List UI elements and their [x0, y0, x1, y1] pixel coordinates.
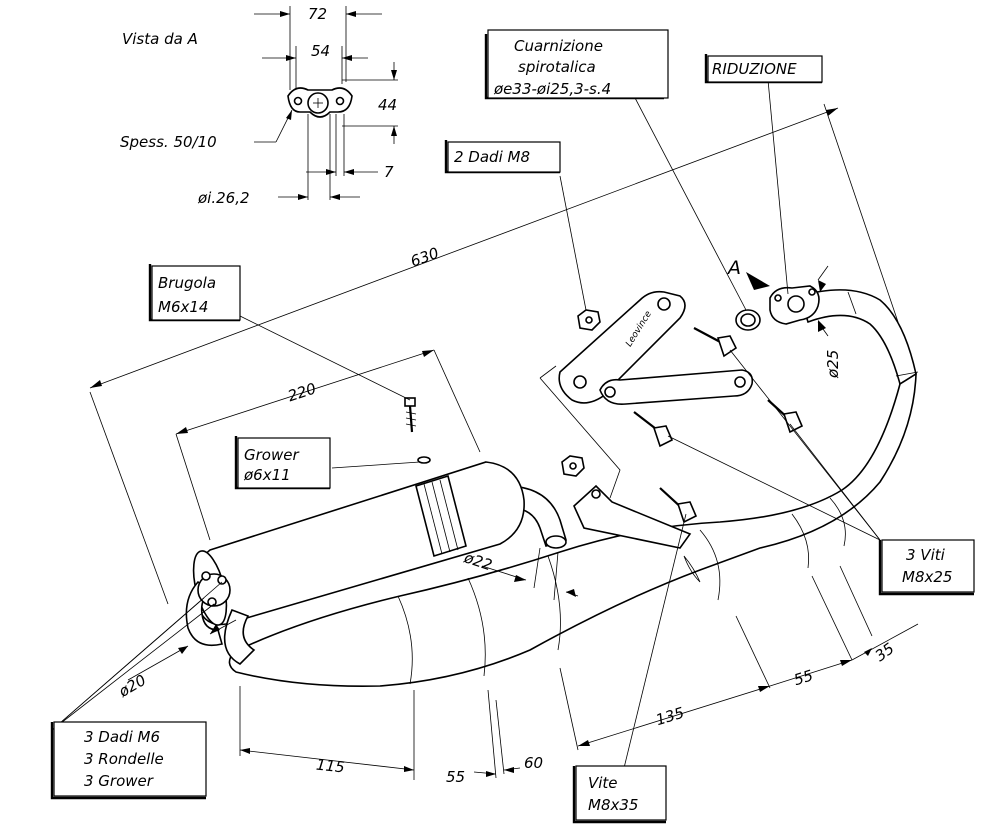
callout-reduction: RIDUZIONE	[704, 54, 823, 84]
expansion-chamber	[228, 372, 917, 688]
tail-bend	[223, 608, 256, 665]
bolt-3	[767, 399, 804, 434]
bolt-2	[633, 411, 674, 448]
callout-screws-m8x25: 3 Viti M8x25	[878, 539, 975, 596]
grower-label-line2: ø6x11	[243, 466, 291, 484]
dim-54: 54	[311, 42, 330, 60]
dim-d25: ø25	[824, 350, 842, 379]
dim-115: 115	[315, 756, 345, 777]
callout-gasket: Cuarnizione spirotalica øe33-øi25,3-s.4	[484, 29, 669, 100]
dim-d20: ø20	[115, 671, 149, 701]
flange-view-detail: Vista da A 72 54 44	[120, 5, 398, 207]
dim-55-left: 55	[446, 768, 465, 786]
exhaust-body	[185, 289, 919, 688]
dim-44: 44	[378, 96, 397, 114]
kit-label-line1: 3 Dadi M6	[84, 728, 160, 746]
dim-630: 630	[408, 244, 441, 271]
allen-label-line1: Brugola	[158, 274, 216, 292]
chamber-bracket	[573, 484, 692, 549]
screws-label-line2: M8x25	[902, 568, 952, 586]
dim-135: 135	[654, 704, 687, 730]
allen-label-line2: M6x14	[158, 298, 208, 316]
dim-220: 220	[285, 379, 318, 405]
leader-lines	[51, 79, 881, 769]
kit-label-line3: 3 Grower	[84, 772, 154, 790]
nut-m8-bottom	[561, 455, 585, 477]
overall-length-dimension: 630	[89, 103, 899, 605]
dim-55-right: 55	[792, 666, 816, 689]
gasket-label-line3: øe33-øi25,3-s.4	[493, 80, 611, 98]
mounting-bracket: Leovince	[539, 290, 754, 499]
allen-screw	[404, 397, 431, 464]
reduction-label: RIDUZIONE	[712, 60, 797, 78]
callout-allen-screw: Brugola M6x14	[148, 264, 241, 322]
gasket-label-line1: Cuarnizione	[514, 37, 603, 55]
nuts-m8-label: 2 Dadi M8	[454, 148, 530, 166]
view-marker-a: A	[726, 257, 741, 279]
screws-label-line1: 3 Viti	[906, 546, 946, 564]
dim-d22: ø22	[461, 548, 494, 574]
kit-label-line2: 3 Rondelle	[84, 750, 164, 768]
thickness-label: Spess. 50/10	[120, 133, 217, 151]
dim-72: 72	[308, 5, 327, 23]
callout-kit-m6: 3 Dadi M6 3 Rondelle 3 Grower	[50, 721, 207, 800]
inner-diameter-label: øi.26,2	[197, 189, 250, 207]
fasteners	[404, 309, 804, 524]
callout-bolt-m8x35: Vite M8x35	[572, 765, 667, 824]
nut-m8-top	[577, 309, 601, 331]
view-title: Vista da A	[122, 30, 198, 48]
dim-35: 35	[872, 639, 898, 665]
callout-nuts-m8: 2 Dadi M8	[444, 140, 561, 174]
grower-label-line1: Grower	[244, 446, 299, 464]
bolt-label-line2: M8x35	[588, 796, 638, 814]
dim-7: 7	[384, 163, 394, 181]
gasket-label-line2: spirotalica	[518, 58, 596, 76]
bolt-m8x35	[659, 487, 698, 524]
bracket-arm	[599, 369, 754, 406]
bolt-1	[693, 327, 738, 358]
bracket-plate	[558, 290, 686, 404]
callout-grower: Grower ø6x11	[234, 436, 331, 490]
flange-assembly: A ø25	[726, 257, 842, 379]
dim-60: 60	[524, 754, 543, 772]
bolt-label-line1: Vite	[588, 774, 618, 792]
